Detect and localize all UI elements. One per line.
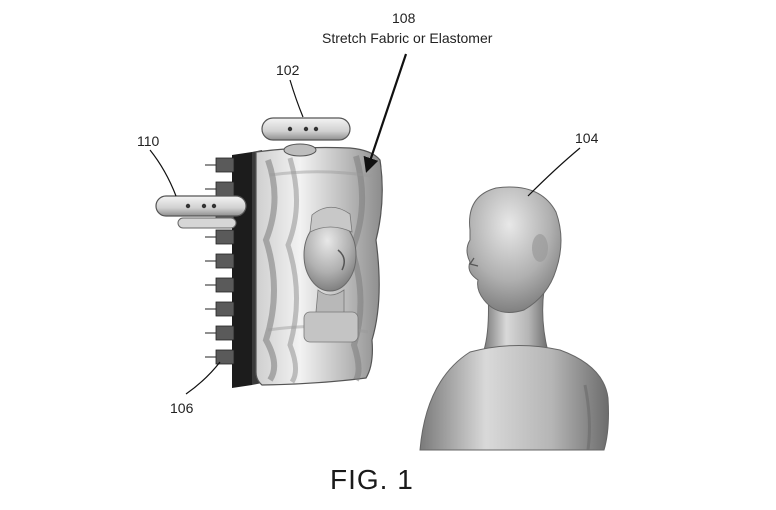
sensor-bar-110 (155, 195, 247, 229)
actuator-pins (205, 157, 235, 365)
leader-110 (149, 149, 177, 197)
label-desc-108: Stretch Fabric or Elastomer (322, 30, 493, 46)
label-ref-102: 102 (276, 62, 300, 78)
figure-caption: FIG. 1 (330, 464, 414, 495)
leader-lines (149, 53, 581, 395)
label-ref-106: 106 (170, 400, 194, 416)
leader-104 (527, 147, 581, 197)
label-ref-108: 108 (392, 10, 416, 26)
sensor-bar-102 (261, 117, 351, 141)
label-ref-110: 110 (137, 133, 160, 149)
arrow-108 (363, 53, 408, 173)
leader-102 (289, 79, 304, 118)
mannequin-bust (419, 186, 609, 451)
label-ref-104: 104 (575, 130, 599, 146)
stretch-fabric-panel (255, 146, 383, 386)
panel-top-connector (283, 143, 317, 157)
leader-106 (185, 361, 221, 395)
